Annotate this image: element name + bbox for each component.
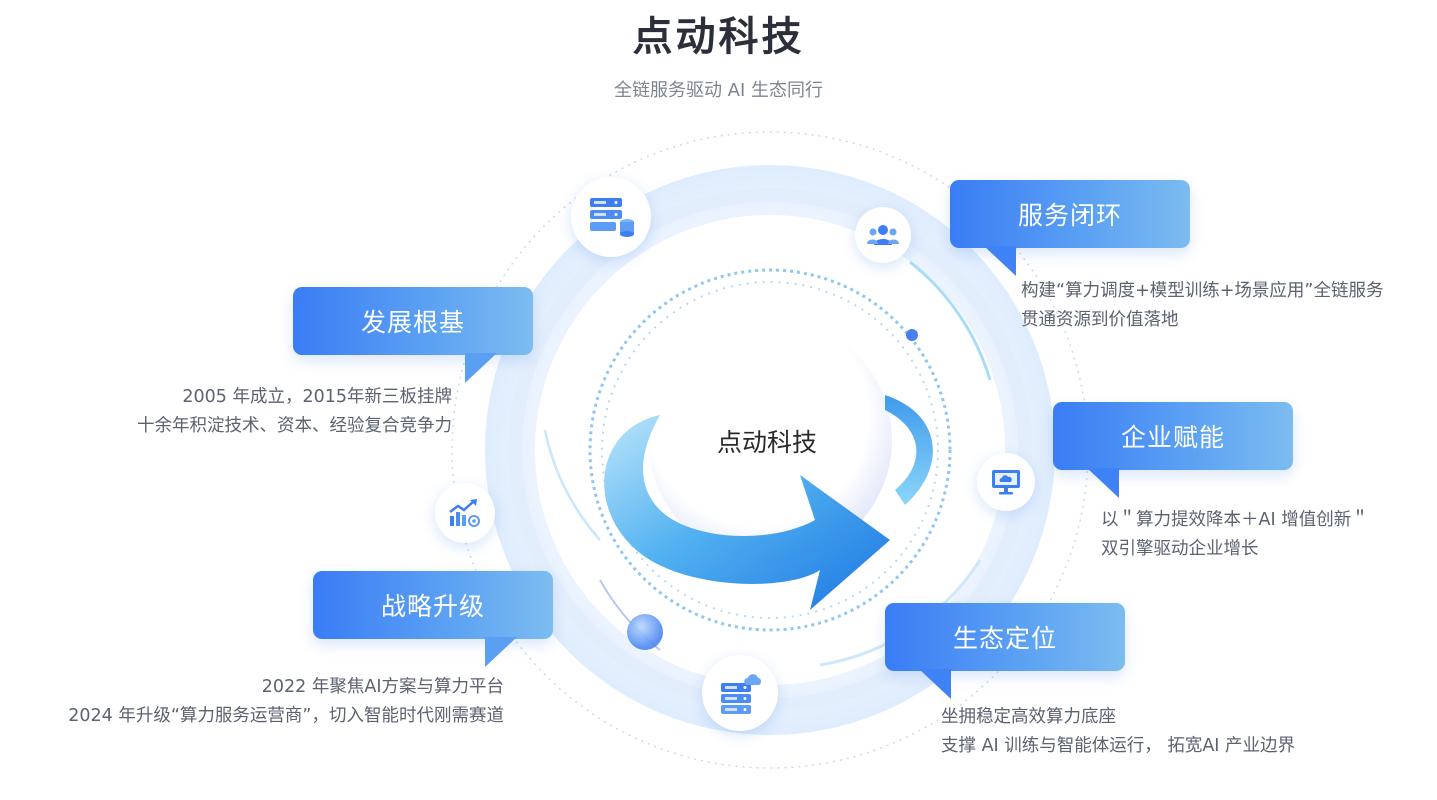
desc-ecosystem-line-1: 坐拥稳定高效算力底座 <box>941 707 1116 727</box>
cloud-server-icon <box>702 655 778 731</box>
growth-chart-icon <box>435 483 495 543</box>
desc-strategy-line-2: 2024 年升级“算力服务运营商”，切入智能时代刚需赛道 <box>68 706 504 726</box>
heading-strategy: 战略升级 <box>380 592 485 621</box>
heading-foundation: 发展根基 <box>360 308 465 337</box>
desc-foundation-line-2: 十余年积淀技术、资本、经验复合竞争力 <box>137 416 452 436</box>
team-users-icon <box>855 207 911 263</box>
heading-service-loop: 服务闭环 <box>1017 201 1122 230</box>
desc-ecosystem-line-2: 支撑 AI 训练与智能体运行， 拓宽AI 产业边界 <box>941 736 1296 756</box>
heading-bubble-enterprise: 企业赋能 <box>1053 402 1293 498</box>
arc-segment-top-right <box>909 260 992 381</box>
desc-enterprise-line-1: 以＂算力提效降本＋AI 增值创新＂ <box>1101 510 1369 530</box>
server-database-icon <box>571 177 651 257</box>
orb-top-right <box>906 329 918 341</box>
center-label: 点动科技 <box>716 428 817 457</box>
heading-ecosystem: 生态定位 <box>952 624 1057 653</box>
orb-bottom-left <box>627 614 663 650</box>
desc-ecosystem: 坐拥稳定高效算力底座 支撑 AI 训练与智能体运行， 拓宽AI 产业边界 <box>941 703 1295 761</box>
inner-dashed-ring-2 <box>601 281 939 619</box>
heading-bubble-service-loop: 服务闭环 <box>950 180 1190 276</box>
heading-enterprise: 企业赋能 <box>1120 423 1225 452</box>
desc-enterprise-line-2: 双引擎驱动企业增长 <box>1101 539 1259 559</box>
swoosh-tail <box>885 395 933 505</box>
desc-strategy: 2022 年聚焦AI方案与算力平台 2024 年升级“算力服务运营商”，切入智能… <box>68 673 504 731</box>
desc-service-loop: 构建“算力调度+模型训练+场景应用”全链服务 贯通资源到价值落地 <box>1021 277 1383 335</box>
desc-foundation: 2005 年成立，2015年新三板挂牌 十余年积淀技术、资本、经验复合竞争力 <box>137 383 452 441</box>
desc-foundation-line-1: 2005 年成立，2015年新三板挂牌 <box>182 387 452 407</box>
arc-segment-left <box>543 429 601 541</box>
heading-bubble-ecosystem: 生态定位 <box>885 603 1125 699</box>
cloud-monitor-icon <box>977 453 1035 511</box>
inner-dashed-ring <box>588 268 952 632</box>
heading-bubble-strategy: 战略升级 <box>313 571 553 667</box>
page-subtitle: 全链服务驱动 AI 生态同行 <box>613 80 824 101</box>
desc-strategy-line-1: 2022 年聚焦AI方案与算力平台 <box>261 677 504 697</box>
swoosh-arrow <box>604 415 890 610</box>
desc-service-loop-line-2: 贯通资源到价值落地 <box>1021 310 1179 330</box>
heading-bubble-foundation: 发展根基 <box>293 287 533 383</box>
page-title: 点动科技 <box>632 14 805 60</box>
desc-service-loop-line-1: 构建“算力调度+模型训练+场景应用”全链服务 <box>1021 281 1384 301</box>
desc-enterprise: 以＂算力提效降本＋AI 增值创新＂ 双引擎驱动企业增长 <box>1101 506 1369 564</box>
